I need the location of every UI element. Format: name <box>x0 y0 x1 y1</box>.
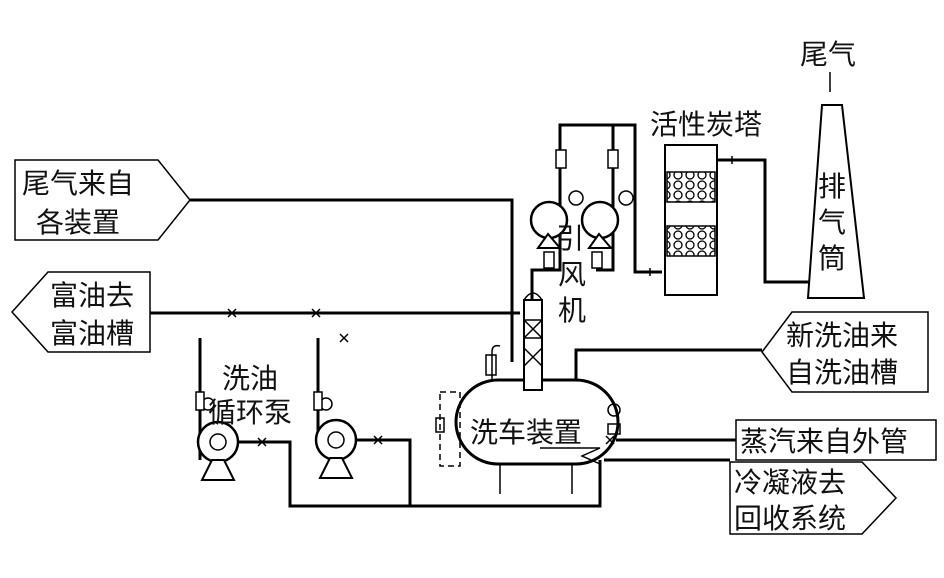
washer-vent-cap <box>485 354 497 376</box>
column-packing <box>523 319 543 367</box>
oil-pump-2 <box>313 391 358 479</box>
exhaust-inlet-tag <box>14 159 191 241</box>
condensate-label-2: 回收系统 <box>734 502 846 535</box>
induced-fan-2 <box>580 149 634 269</box>
condensate-label-1: 冷凝液去 <box>734 466 846 499</box>
induced-fan-1 <box>529 149 584 269</box>
fan-header <box>530 123 615 300</box>
washer-jacket <box>439 391 461 467</box>
condensate-outlet-tag <box>729 461 898 535</box>
column-top <box>523 292 543 301</box>
fan-label-3: 机 <box>558 294 586 327</box>
exhaust-stack <box>806 104 866 299</box>
carbon-tower <box>664 144 718 296</box>
tail-gas-label: 尾气 <box>800 38 856 71</box>
exhaust-inlet-label-1: 尾气来自 <box>22 167 134 200</box>
oil-pump-1 <box>195 391 240 481</box>
fan-label-1: 引 <box>556 222 584 255</box>
fan-to-tower <box>613 123 662 274</box>
heating-coil <box>540 447 601 465</box>
carbon-bed-upper <box>666 171 716 203</box>
new-oil-label-2: 自洗油槽 <box>786 356 898 389</box>
pump-label-2: 循环泵 <box>208 396 292 429</box>
stack-label-1: 排 <box>818 170 846 203</box>
pump1-discharge <box>237 440 602 508</box>
new-oil-label-1: 新洗油来 <box>786 319 898 352</box>
pump2-discharge <box>355 438 412 506</box>
rich-oil-label-2: 富油槽 <box>50 317 134 350</box>
washer-vent <box>491 344 501 380</box>
stack-label-3: 筒 <box>818 242 846 275</box>
pump-label-1: 洗油 <box>222 362 278 395</box>
washer-label: 洗车装置 <box>470 416 582 449</box>
exhaust-pipe <box>190 198 514 362</box>
new-oil-inlet-tag <box>761 311 929 393</box>
washer-sensor <box>607 423 621 435</box>
fan-label-2: 风 <box>558 258 586 291</box>
tower-to-stack <box>717 158 822 284</box>
carbon-tower-label: 活性炭塔 <box>650 108 762 141</box>
stack-label-2: 气 <box>818 206 846 239</box>
scrub-column <box>523 299 543 391</box>
valve-marks <box>227 156 733 447</box>
new-oil-pipe <box>574 348 762 382</box>
rich-oil-label-1: 富油去 <box>50 279 134 312</box>
steam-label: 蒸汽来自外管 <box>740 425 908 458</box>
rich-oil-outlet-tag <box>10 271 151 353</box>
washer-level-gauge <box>435 417 445 433</box>
steam-inlet-tag <box>735 419 937 461</box>
washer-gauge <box>607 403 621 417</box>
exhaust-inlet-label-2: 各装置 <box>36 206 120 239</box>
carbon-bed-lower <box>666 225 716 257</box>
